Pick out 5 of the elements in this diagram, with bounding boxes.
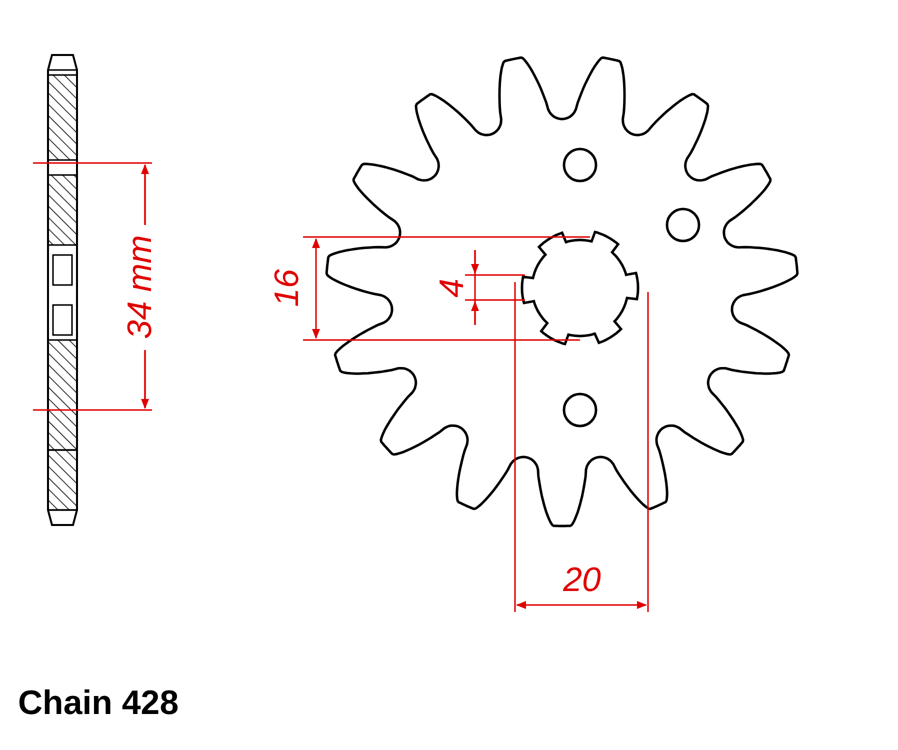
- dimension-label: 20: [563, 561, 601, 599]
- dimension-label: 34 mm: [121, 235, 159, 339]
- chain-size-label: Chain 428: [18, 684, 179, 723]
- dimension-label: 16: [268, 269, 306, 307]
- dimension-label: 4: [433, 278, 471, 298]
